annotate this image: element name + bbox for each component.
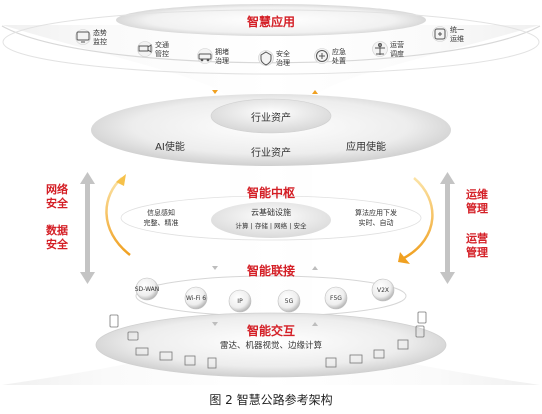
cloud-infra-title: 云基础设施	[251, 208, 291, 217]
left-curve-arrow	[105, 177, 131, 256]
app-item-label: 运营 调度	[390, 41, 404, 58]
app-item: 安全 治理	[258, 50, 304, 70]
layer-title-smart-hub: 智能中枢	[246, 186, 295, 200]
connect-node-label: 5G	[285, 298, 294, 305]
app-item: 运营 调度	[372, 41, 418, 61]
app-item-label: 交通 管控	[155, 41, 169, 58]
connect-node: Wi-Fi 6	[184, 286, 208, 310]
cloud-infra-items: 计算 | 存储 | 网络 | 安全	[235, 222, 307, 230]
network-security-label: 网络 安全	[46, 183, 68, 210]
device-icons	[109, 311, 427, 369]
app-item-label: 拥堵 治理	[215, 48, 229, 65]
app-item: 拥堵 治理	[197, 48, 243, 68]
app-item-label: 应急 处置	[332, 48, 346, 65]
data-security-label: 数据 安全	[46, 224, 68, 251]
app-item-label: 统一 运维	[450, 26, 464, 43]
ai-enable-label: AI使能	[155, 142, 185, 153]
connect-node: SD-WAN	[135, 277, 160, 301]
flow-arrows	[212, 90, 318, 94]
industry-asset-inner-label: 行业资产	[251, 113, 291, 124]
app-item-label: 态势 监控	[93, 29, 107, 46]
industry-asset-label: 行业资产	[251, 148, 291, 159]
hub-right-note: 算法应用下发 实时、自动	[355, 209, 397, 227]
connect-node-label: F5G	[330, 295, 342, 302]
right-vertical-arrow	[440, 172, 455, 284]
right-curve-arrow	[403, 177, 434, 260]
dispatch-icon	[372, 41, 388, 57]
layer-title-smart-interact: 智能交互	[246, 324, 295, 338]
left-vertical-arrow	[80, 172, 95, 284]
connect-node: F5G	[324, 286, 348, 310]
connect-node: IP	[228, 289, 252, 313]
connect-node-label: Wi-Fi 6	[186, 295, 206, 302]
connect-node-label: IP	[237, 298, 243, 305]
layer-title-smart-app: 智慧应用	[246, 15, 295, 29]
hub-left-note: 信息感知 完整、精准	[143, 209, 179, 227]
car-jam-icon	[197, 48, 213, 64]
connect-node: 5G	[277, 289, 301, 313]
app-item: 态势 监控	[75, 29, 121, 49]
shield-home-icon	[258, 50, 274, 66]
app-item-label: 安全 治理	[276, 50, 290, 67]
figure-caption: 图 2 智慧公路参考架构	[209, 393, 333, 407]
app-enable-label: 应用使能	[346, 142, 386, 153]
operation-management-label: 运营 管理	[466, 232, 488, 259]
ops-icon	[432, 26, 448, 42]
layer-title-smart-connect: 智能联接	[246, 264, 295, 278]
connect-node-label: V2X	[377, 287, 389, 294]
app-item: 应急 处置	[314, 48, 360, 68]
app-item: 交通 管控	[137, 41, 183, 61]
camera-icon	[137, 41, 153, 57]
emergency-icon	[314, 48, 330, 64]
interact-subtitle: 雷达、机器视觉、边缘计算	[219, 341, 322, 351]
connect-node-label: SD-WAN	[135, 286, 160, 293]
ops-management-label: 运维 管理	[466, 188, 488, 215]
connect-node: V2X	[371, 278, 395, 302]
app-item: 统一 运维	[432, 26, 478, 46]
monitor-icon	[75, 29, 91, 45]
